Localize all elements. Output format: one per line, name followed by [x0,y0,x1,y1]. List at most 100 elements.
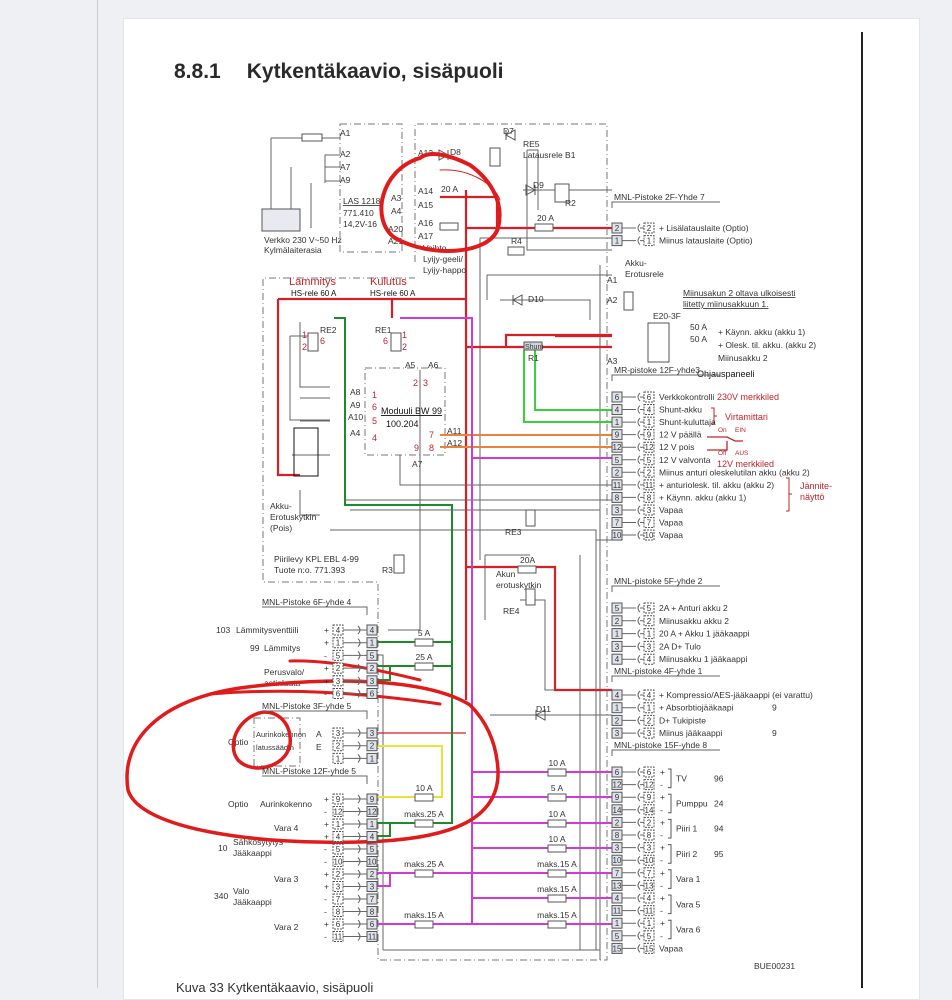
plug-contact [622,716,644,725]
relay-re3-coil [525,509,536,527]
pin-label: 2A D+ Tulo [659,641,701,651]
plug-pin-box [332,868,344,880]
fuse [414,662,434,671]
plug-contact [622,480,644,490]
socket-pin-number: 2 [615,468,620,477]
plug-pin-number: 6 [647,393,652,402]
plug-contact [622,530,644,540]
separator-a2: A2 [607,295,618,305]
plug-pin-number: 6 [647,768,652,777]
socket-pin-number: 5 [370,651,375,660]
socket-pin-number: 10 [368,858,377,867]
pin-label: Miinus jääkaappi [659,728,722,738]
fuse-main-label: 20 A [537,213,554,223]
fridge-ign-num: 10 [218,843,228,853]
plug-pin-box [332,649,344,661]
connector-header-line [262,710,368,719]
heating-label: Lämmitys [264,643,300,653]
socket-pin-number: 15 [613,944,622,953]
enclosure-outlines [253,123,608,961]
pin-a3: A3 [391,193,402,203]
socket-pin-number: 9 [370,795,375,804]
page-right-rule [861,32,863,988]
pin-sign: - [660,931,663,941]
e20-out-2: + Olesk. til. akku. (akku 2) [718,340,816,350]
plug-contact [343,882,367,891]
plug-pin-box [643,842,655,854]
socket-pin-number: 1 [370,639,375,648]
plug-contact [343,932,367,941]
plug-pin-box [643,391,655,403]
shunt [523,341,543,351]
plug-contact [622,855,644,865]
pin-label: 12 V pois [659,442,694,452]
switch-label-1: Akku- [270,501,292,511]
plug-contact [622,918,644,928]
plug-pin-number: 2 [336,664,341,673]
pin-sign: - [660,805,663,815]
socket-pin-number: 5 [615,456,620,465]
plug-pin-box [643,917,655,929]
battery-type-1: Vaihto [423,243,447,253]
plug-pin-number: 1 [647,704,652,713]
components [261,133,670,606]
pin-sign: + [324,794,329,804]
pin-label: Miinus latauslaite (Optio) [659,236,753,246]
plug-pin-number: 4 [336,833,341,842]
akun-label-2: erotuskytkin [496,580,542,590]
pin-sign: + [660,767,665,777]
charger-code: 771.410 [343,208,374,218]
socket-pin-number: 11 [613,907,622,916]
plug-pin-box [332,793,344,805]
pin-sign: - [660,906,663,916]
plug-contact [343,728,367,738]
connector-title: MNL-pistoke 5F-yhde 2 [614,576,703,586]
pin-label: Verkkokontrolli [659,392,714,402]
socket-pin-number: 7 [615,519,620,528]
plug-pin-box [332,624,344,636]
module-code: 100.204 [386,419,419,429]
fuse-rating: maks.15 A [537,910,577,920]
pin-label: Vapaa [659,943,683,953]
plug-pin-box [643,930,655,942]
plug-pin-box [643,615,655,627]
fuse [414,638,434,647]
plug-contact [622,603,644,613]
module-num-3: 3 [423,378,428,388]
fridge-light-1: Valo [233,886,250,896]
plug-contact [622,405,644,414]
module-num-6: 6 [372,402,377,412]
pin-sign: - [324,689,327,699]
solar-controller-enclosure [253,717,301,767]
plug-pin-number: 1 [647,237,652,246]
group-label: Pumppu [676,799,708,809]
socket-pin-number: 2 [370,870,375,879]
plug-pin-box [643,702,655,714]
plug-pin-box [643,222,655,234]
module-labels: Moduuli BW 99 100.204 A8 A9 A10 A4 1 6 5… [348,360,462,469]
plug-pin-box [643,441,655,453]
pin-sign: - [324,857,327,867]
socket-pin-number: 2 [615,716,620,725]
optio-label-1: Optio [228,737,249,747]
re1-pin-2: 2 [402,342,407,352]
socket-pin-number: 9 [615,431,620,440]
switch-off-label: Off [718,450,727,457]
shunt-label: Shunt [525,344,543,351]
fuse-rating: 10 A [415,783,432,793]
basic-light-1: Perusvalo/ [264,667,305,677]
pin-sign: + [660,868,665,878]
d7-label: D7 [503,126,514,136]
pin-sign: + [324,676,329,686]
socket-pin-number: 8 [615,493,620,502]
plug-pin-number: 11 [334,933,343,942]
plug-pin-box [643,479,655,491]
socket-pin-number: 6 [615,768,620,777]
plug-pin-box [643,727,655,739]
plug-pin-box [643,640,655,652]
hand-drawn-circles [125,152,502,845]
vara4-label: Vara 4 [274,823,299,833]
consumption-relay-title: Kulutus [370,276,407,288]
plug-pin-box [643,466,655,478]
battery-type-3: Lyijy-happo [423,265,466,275]
